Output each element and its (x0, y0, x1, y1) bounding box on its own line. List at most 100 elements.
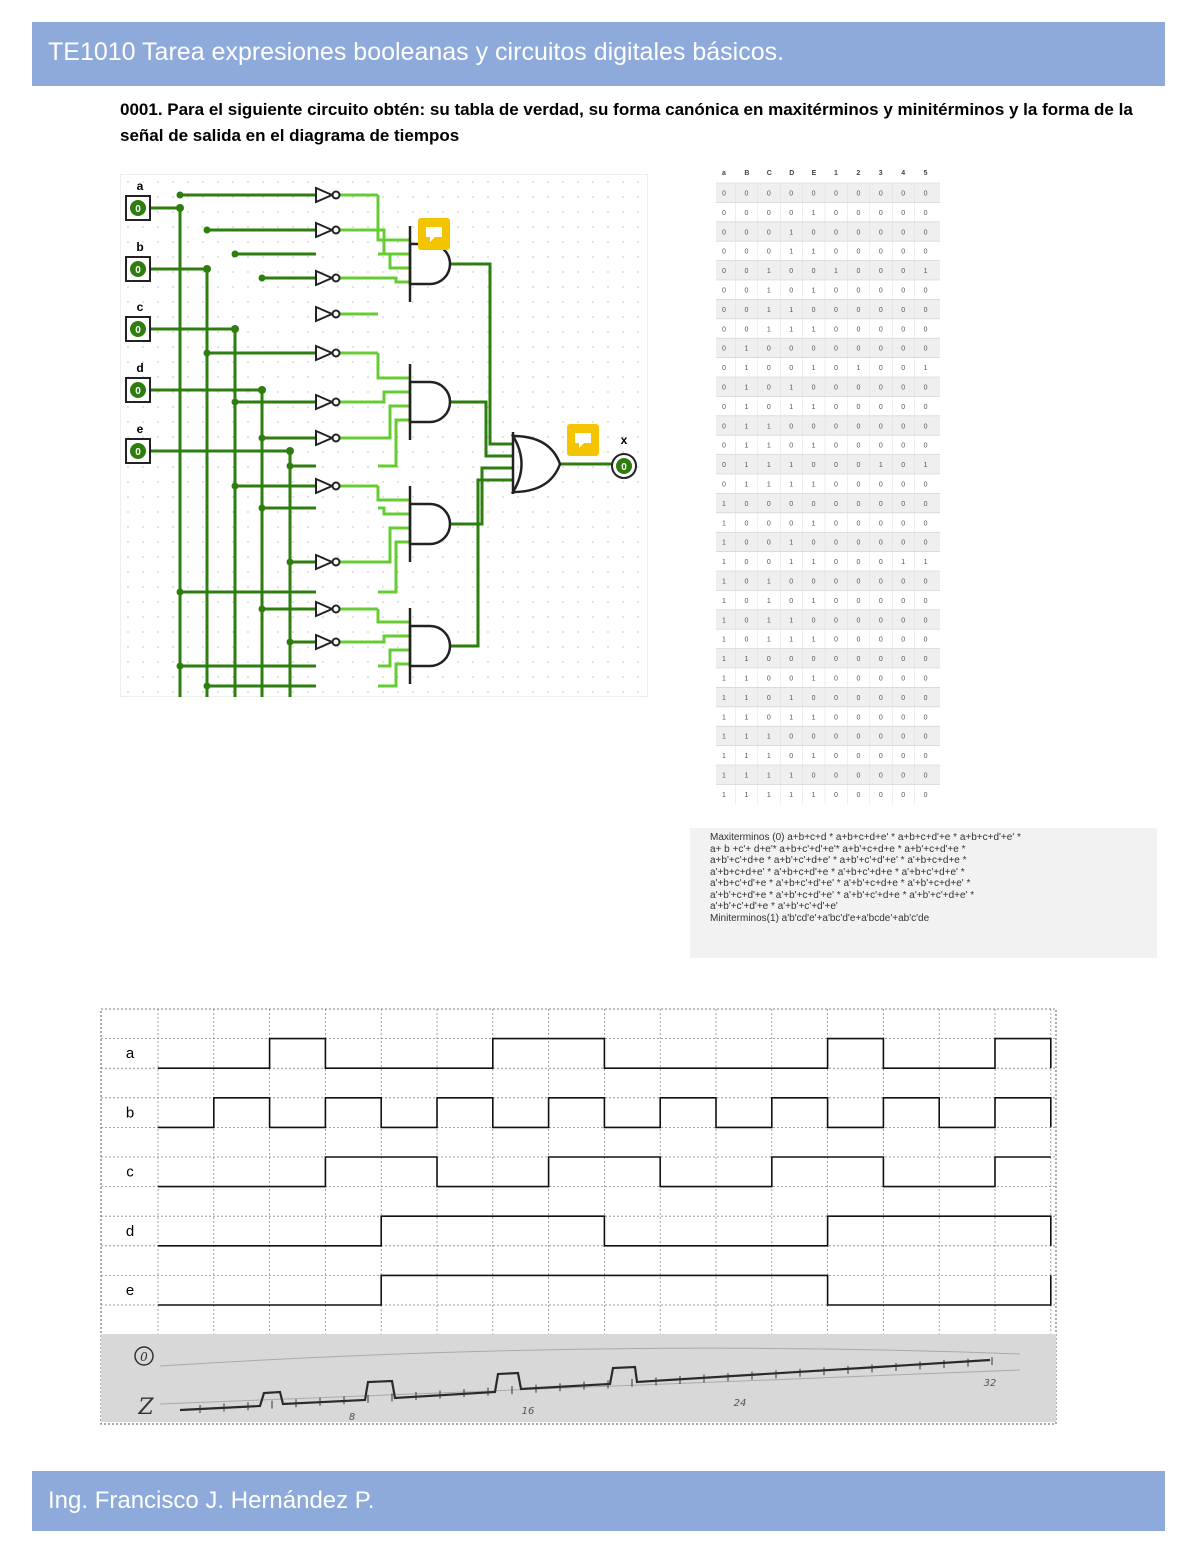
truth-cell: 0 (879, 482, 883, 489)
truth-cell: 0 (722, 249, 726, 256)
truth-cell: 0 (834, 326, 838, 333)
truth-cell: 0 (812, 501, 816, 508)
truth-cell: 0 (879, 598, 883, 605)
truth-cell: 0 (856, 443, 860, 450)
truth-cell: 0 (789, 423, 793, 430)
truth-cell: 0 (879, 346, 883, 353)
not-gate-triangle (315, 344, 335, 362)
truth-cell: 0 (879, 520, 883, 527)
truth-cell: 0 (879, 385, 883, 392)
truth-cell: 0 (924, 734, 928, 741)
not-gate-triangle (315, 221, 335, 239)
truth-cell: 0 (744, 249, 748, 256)
truth-cell: 1 (722, 501, 726, 508)
truth-cell: 0 (901, 249, 905, 256)
truth-cell: 0 (744, 288, 748, 295)
truth-cell: 0 (812, 462, 816, 469)
not-gate-bubble (331, 190, 341, 200)
junction-dot (203, 349, 211, 357)
truth-cell: 0 (744, 210, 748, 217)
truth-cell: 1 (789, 482, 793, 489)
truth-cell: 0 (789, 346, 793, 353)
truth-cell: 0 (901, 637, 905, 644)
truth-header: 2 (856, 170, 860, 177)
truth-cell: 1 (789, 404, 793, 411)
junction-dot (286, 638, 294, 646)
truth-cell: 1 (767, 753, 771, 760)
note-tail (579, 443, 584, 448)
comment-note-icon (567, 424, 599, 456)
truth-cell: 0 (879, 559, 883, 566)
junction-dot (203, 682, 211, 690)
truth-cell: 0 (812, 579, 816, 586)
truth-cell: 0 (834, 249, 838, 256)
not-gate-bubble (331, 225, 341, 235)
not-gate-bubble (331, 348, 341, 358)
input-label: c (137, 300, 144, 314)
truth-cell: 0 (924, 210, 928, 217)
truth-cell: 0 (767, 520, 771, 527)
truth-cell: 0 (901, 191, 905, 198)
truth-cell: 0 (924, 385, 928, 392)
truth-cell: 1 (789, 307, 793, 314)
junction-dot (286, 462, 294, 470)
truth-cell: 1 (789, 229, 793, 236)
truth-row-shade (716, 299, 940, 319)
not-gate (315, 221, 341, 239)
truth-cell: 0 (901, 229, 905, 236)
truth-cell: 0 (901, 404, 905, 411)
not-gate (315, 269, 341, 287)
truth-cell: 1 (789, 617, 793, 624)
truth-row-shade (716, 183, 940, 203)
junction-dot (258, 386, 266, 394)
signal-label-c: c (126, 1164, 134, 1181)
truth-cell: 0 (879, 579, 883, 586)
truth-cell: 0 (856, 792, 860, 799)
truth-cell: 0 (856, 695, 860, 702)
truth-cell: 1 (722, 792, 726, 799)
junction-dot (176, 662, 184, 670)
truth-cell: 0 (767, 501, 771, 508)
truth-cell: 0 (856, 423, 860, 430)
truth-cell: 1 (767, 734, 771, 741)
truth-cell: 1 (924, 462, 928, 469)
truth-cell: 0 (789, 443, 793, 450)
junction-dot (258, 434, 266, 442)
truth-cell: 0 (924, 307, 928, 314)
truth-cell: 1 (722, 656, 726, 663)
truth-cell: 0 (856, 637, 860, 644)
truth-cell: 0 (856, 734, 860, 741)
truth-cell: 0 (901, 676, 905, 683)
truth-cell: 0 (812, 229, 816, 236)
truth-header: a (722, 170, 726, 177)
terms-line: Miniterminos(1) a'b'cd'e'+a'bc'd'e+a'bcd… (710, 912, 930, 924)
truth-cell: 0 (901, 268, 905, 275)
truth-cell: 0 (834, 346, 838, 353)
input-led (130, 200, 146, 216)
truth-cell: 1 (789, 462, 793, 469)
handwritten-tick-label: 32 (984, 1378, 997, 1389)
note-bubble (426, 227, 442, 237)
gate-input-wire (378, 506, 410, 516)
truth-cell: 0 (879, 501, 883, 508)
truth-cell: 0 (834, 191, 838, 198)
truth-cell: 0 (722, 346, 726, 353)
and-output-wire (450, 466, 513, 526)
truth-row-shade (716, 454, 940, 474)
truth-cell: 0 (834, 501, 838, 508)
truth-cell: 1 (767, 792, 771, 799)
truth-cell: 1 (722, 753, 726, 760)
terms-line: a+b'+c'+d+e * a+b'+c'+d+e' * a+b'+c'+d'+… (710, 855, 967, 866)
truth-cell: 0 (744, 501, 748, 508)
and-output-wire (450, 478, 513, 648)
question-text: 0001. Para el siguiente circuito obtén: … (120, 100, 1133, 145)
truth-cell: 1 (744, 365, 748, 372)
truth-cell: 1 (722, 773, 726, 780)
truth-cell: 0 (834, 656, 838, 663)
truth-cell: 0 (812, 423, 816, 430)
truth-cell: 1 (767, 423, 771, 430)
truth-cell: 0 (856, 773, 860, 780)
truth-row-shade (716, 260, 940, 280)
truth-cell: 0 (722, 404, 726, 411)
